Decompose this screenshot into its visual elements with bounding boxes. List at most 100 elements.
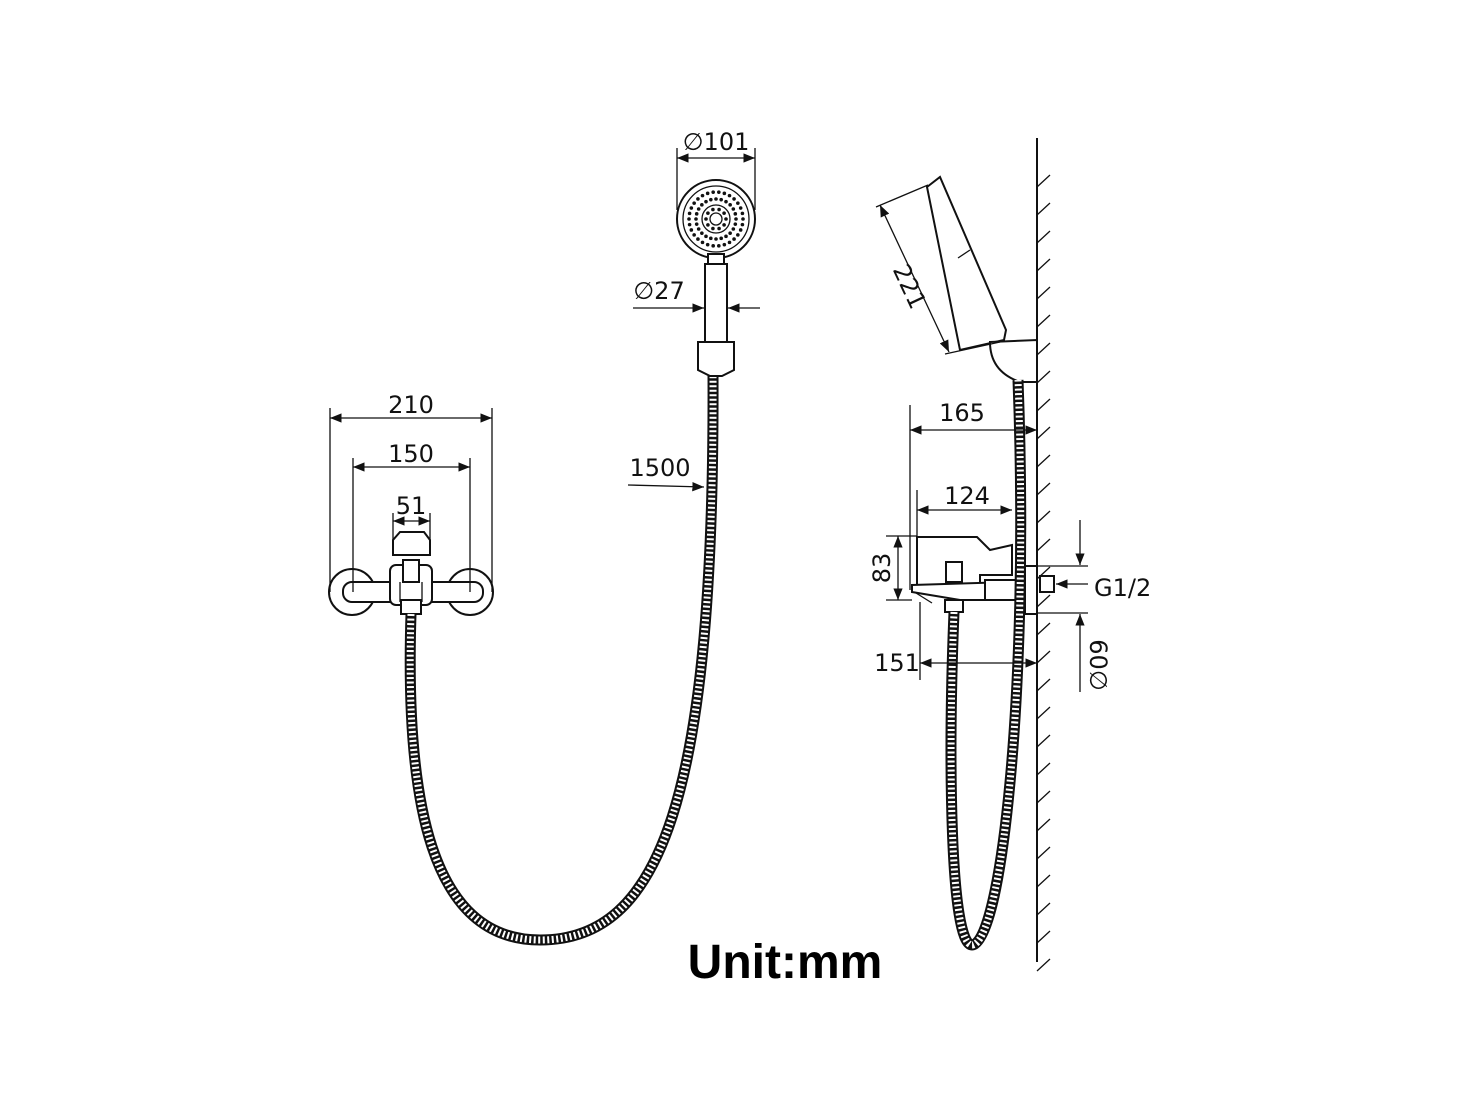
nozzle-dot [727, 240, 732, 245]
nozzle-dot [687, 222, 692, 227]
nozzle-dot [694, 212, 699, 216]
nozzle-dot [706, 211, 710, 215]
dim-label: 150 [388, 440, 434, 468]
nozzle-dot [728, 203, 732, 207]
dim-124: 124 [916, 482, 1012, 537]
nozzle-dot [722, 242, 727, 247]
wall-hatch [1036, 258, 1051, 272]
nozzle-dot [731, 227, 736, 231]
nozzle-dot [696, 227, 701, 231]
side-faucet [911, 536, 1055, 615]
nozzle-dot [736, 233, 740, 237]
hand-shower-side [925, 175, 1038, 383]
nozzle-dot [722, 191, 727, 196]
nozzle-dot [706, 223, 710, 227]
nozzle-dot [711, 207, 715, 212]
front-faucet [328, 531, 494, 616]
wall-hatch [1036, 510, 1051, 524]
wall-hatch [1036, 426, 1051, 440]
dim-label: 83 [868, 553, 896, 584]
nozzle-dot [732, 197, 736, 201]
wall-hatch [1036, 874, 1051, 888]
dim-label: ∅27 [633, 277, 684, 305]
unit-label: Unit:mm [688, 936, 883, 989]
nozzle-dot [724, 234, 728, 239]
nozzle-dot [692, 233, 696, 237]
nozzle-dot [734, 217, 738, 221]
wall-hatch [1036, 902, 1051, 916]
nozzle-dot [733, 212, 738, 216]
nozzle-dot [696, 237, 700, 241]
nozzle-dot [689, 228, 694, 232]
nozzle-dot [722, 211, 726, 215]
nozzle-dot [714, 197, 718, 201]
wall-hatch [1036, 398, 1051, 412]
dim-51: 51 [392, 492, 431, 545]
nozzle-dot [738, 228, 743, 232]
nozzle-dot [717, 226, 721, 231]
wall-hatch [1036, 846, 1051, 860]
wall-hatch [1036, 454, 1051, 468]
nozzle-dot [700, 193, 705, 198]
nozzle-dot [687, 211, 692, 216]
dim-label: ∅101 [683, 128, 750, 156]
hand-shower-front [676, 179, 756, 377]
nozzle-dot [696, 207, 701, 211]
nozzle-dot [719, 197, 723, 202]
nozzle-dot [741, 217, 745, 221]
nozzle-dot [727, 193, 732, 198]
wall-hatch [1036, 230, 1051, 244]
nozzle-dot [736, 201, 740, 205]
nozzle-dot [711, 190, 715, 194]
nozzle-dot [731, 207, 736, 211]
nozzle-dot [711, 244, 715, 248]
dim-165: 165 [909, 399, 1037, 590]
nozzle-dot [696, 197, 700, 201]
nozzle-dot [709, 197, 713, 202]
dim-210: 210 [329, 391, 493, 592]
dim-150: 150 [352, 440, 471, 592]
nozzle-dot [692, 201, 696, 205]
nozzle-dot [740, 211, 745, 216]
nozzle-dot [704, 199, 708, 204]
nozzle-dot [717, 207, 721, 212]
side-hose [945, 379, 1027, 951]
nozzle-dot [733, 222, 738, 226]
nozzle-dot [732, 237, 736, 241]
nozzle-dot [704, 217, 708, 221]
wall-hatch [1036, 538, 1051, 552]
wall-hatch [1036, 818, 1051, 832]
wall-hatch [1036, 314, 1051, 328]
wall-hatch [1036, 202, 1051, 216]
wall-hatch [1036, 174, 1051, 188]
wall-hatch [1036, 650, 1051, 664]
wall-hatch [1036, 622, 1051, 636]
nozzle-dot [740, 222, 745, 227]
nozzle-dot [687, 217, 691, 221]
nozzle-dot [724, 199, 728, 204]
dim-27: ∅27 [633, 277, 760, 313]
wall-hatch [1036, 286, 1051, 300]
wall-hatch [1036, 930, 1051, 944]
nozzle-dot [689, 206, 694, 210]
dim-label: 210 [388, 391, 434, 419]
nozzle-dot [705, 191, 710, 196]
wall-hatch [1036, 678, 1051, 692]
dim-1500: 1500 [627, 454, 705, 492]
nozzle-dot [711, 226, 715, 231]
wall-hatch [1036, 734, 1051, 748]
wall-hatch [1036, 958, 1051, 972]
dim-g12: G1/2 [1056, 574, 1151, 602]
nozzle-dot [722, 223, 726, 227]
nozzle-dot [717, 244, 721, 248]
dim-label: G1/2 [1094, 574, 1151, 602]
nozzle-dot [738, 206, 743, 210]
nozzle-dot [694, 222, 699, 226]
wall [1036, 138, 1051, 972]
nozzle-dot [700, 203, 704, 207]
wall-hatch [1036, 762, 1051, 776]
dim-151: 151 [874, 602, 1037, 680]
nozzle-dot [700, 231, 704, 235]
dim-label: 1500 [629, 454, 690, 482]
